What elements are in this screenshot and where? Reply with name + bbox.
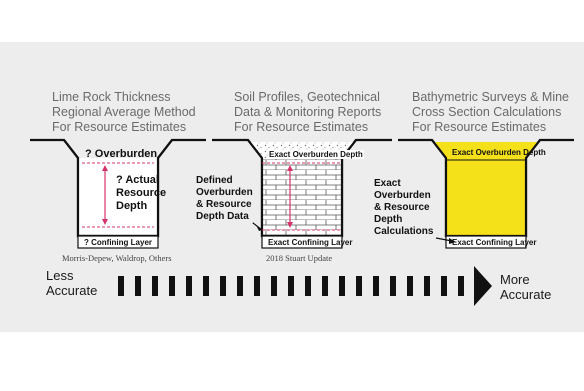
pit-1-caption: Morris-Depew, Waldrop, Others [62,253,172,263]
pit-3-side-label-line-4: Depth [374,214,403,225]
pit-3 [398,138,574,249]
pit-3-fill [434,142,538,236]
column-2-title: Soil Profiles, Geotechnical Data & Monit… [234,90,381,135]
pit-2-overburden-label: Exact Overburden Depth [268,150,364,159]
pit-1-confining-layer [77,235,159,249]
column-1-title: Lime Rock Thickness Regional Average Met… [52,90,196,135]
pit-2-side-label-line-1: Defined [196,175,233,186]
pit-1 [30,138,206,249]
pit-2 [212,138,392,249]
pit-1-depth-label-line-2: Resource [116,187,167,199]
pit-1-confining-label: ? Confining Layer [84,238,152,247]
less-accurate-line-1: Less [46,268,74,283]
column-3-title-line-3: For Resource Estimates [412,120,547,134]
pit-3-side-label-line-1: Exact [374,178,401,189]
pit-2-side-label-line-2: Overburden [196,187,253,198]
pit-3-side-label-line-3: & Resource [374,202,430,213]
column-2-title-line-1: Soil Profiles, Geotechnical [234,90,380,104]
pit-3-overburden-label: Exact Overburden Depth [452,148,546,157]
column-3-title-line-2: Cross Section Calculations [412,105,562,119]
pit-2-side-label: Defined Overburden & Resource Depth Data [196,175,253,223]
less-accurate-label: Less Accurate [46,268,97,298]
pit-1-depth-label-line-1: ? Actual [116,174,159,186]
column-3-title: Bathymetric Surveys & Mine Cross Section… [412,90,569,135]
pit-3-confining-layer [445,235,527,249]
column-2-title-line-3: For Resource Estimates [234,120,369,134]
more-accurate-line-2: Accurate [500,287,552,302]
pit-2-fill [250,142,354,236]
pit-2-caption: 2018 Stuart Update [266,253,333,263]
pit-3-side-label-line-2: Overburden [374,190,431,201]
accuracy-scale [118,266,492,306]
column-1-title-line-1: Lime Rock Thickness [52,90,171,104]
pit-2-confining-label: Exact Confining Layer [268,238,353,247]
column-1-title-line-3: For Resource Estimates [52,120,187,134]
pit-3-confining-label: Exact Confining Layer [452,238,537,247]
pit-2-confining-layer [261,235,343,249]
column-1-title-line-2: Regional Average Method [52,105,196,119]
pit-1-depth-label: ? Actual Resource Depth [116,174,166,213]
column-2-title-line-2: Data & Monitoring Reports [234,105,382,119]
column-3-title-line-1: Bathymetric Surveys & Mine [412,90,569,104]
pit-1-depth-label-line-3: Depth [116,200,148,212]
pit-3-side-label-line-5: Calculations [374,226,434,237]
scale-arrowhead [474,266,492,306]
more-accurate-label: More Accurate [500,272,551,302]
pit-1-fill [78,158,158,236]
more-accurate-line-1: More [500,272,530,287]
less-accurate-line-2: Accurate [46,283,98,298]
pit-2-side-label-line-4: Depth Data [196,211,249,222]
pit-2-side-label-line-3: & Resource [196,199,252,210]
pit-3-side-label: Exact Overburden & Resource Depth Calcul… [374,178,433,238]
pit-1-overburden-label: ? Overburden [85,148,158,160]
